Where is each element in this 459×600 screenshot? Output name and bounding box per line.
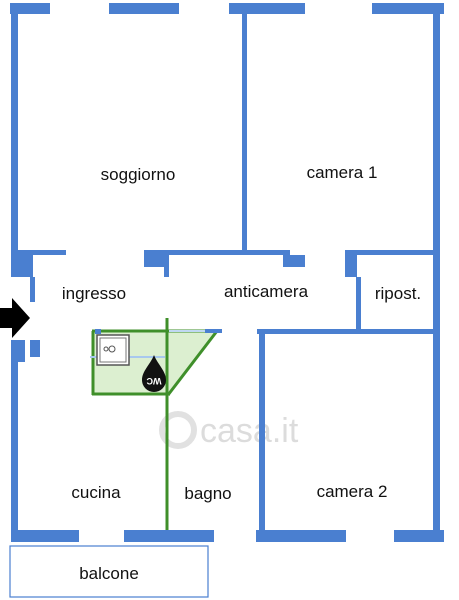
label-bagno: bagno	[184, 484, 231, 503]
wall-bottom-2	[124, 530, 214, 542]
wall-soggiorno-camera	[242, 14, 247, 252]
watermark-text: casa.it	[200, 412, 299, 450]
watermark-logo-icon	[159, 411, 197, 449]
entrance-arrow-icon	[0, 298, 30, 338]
wall-top-3	[229, 3, 305, 14]
wall-left-upper	[11, 3, 18, 258]
label-ripostiglio: ripost.	[375, 284, 421, 303]
balcone-outline	[9, 545, 209, 598]
wall-ripost-left-lower	[356, 277, 361, 332]
wall-bottom-1	[11, 530, 79, 542]
wall-left-door-jamb	[30, 340, 40, 357]
label-cucina: cucina	[71, 483, 121, 502]
label-camera-2: camera 2	[317, 482, 388, 501]
wall-block-ingresso	[11, 255, 33, 277]
wall-ingresso-anti	[164, 255, 169, 277]
label-anticamera: anticamera	[224, 282, 309, 301]
wall-block-mid	[144, 255, 166, 267]
label-balcone: balcone	[79, 564, 139, 583]
wall-bottom-4	[394, 530, 444, 542]
wall-corridor-anti	[205, 329, 222, 333]
wall-right	[433, 3, 440, 530]
wall-soggiorno-bottom	[18, 250, 66, 255]
wall-mid-2	[345, 250, 435, 255]
wall-ripost-bottom	[345, 329, 435, 334]
casa-it-watermark: casa.it	[159, 411, 299, 450]
wall-block-anti	[283, 255, 305, 267]
wall-left-mid	[30, 277, 35, 302]
label-ingresso: ingresso	[62, 284, 126, 303]
wall-camera2-left	[259, 333, 265, 530]
wall-top-2	[109, 3, 179, 14]
wall-corridor-left	[95, 329, 101, 334]
shower-icon	[96, 334, 130, 366]
label-soggiorno: soggiorno	[101, 165, 176, 184]
wall-camera2-top	[257, 329, 345, 334]
wall-top-1	[10, 3, 50, 14]
wc-icon-label: WC	[146, 376, 161, 386]
label-camera-1: camera 1	[307, 163, 378, 182]
wall-mid-1	[144, 250, 290, 255]
bathroom-area: WC	[90, 318, 219, 531]
wall-ripost-left	[345, 255, 357, 277]
wall-bottom-3	[256, 530, 346, 542]
wall-left-lower-block	[11, 340, 25, 362]
wall-left-lower	[11, 362, 18, 532]
wall-top-4	[372, 3, 444, 14]
wc-icon: WC	[142, 355, 166, 392]
bathroom-wall-diagonal	[166, 330, 219, 396]
walls	[10, 3, 444, 542]
